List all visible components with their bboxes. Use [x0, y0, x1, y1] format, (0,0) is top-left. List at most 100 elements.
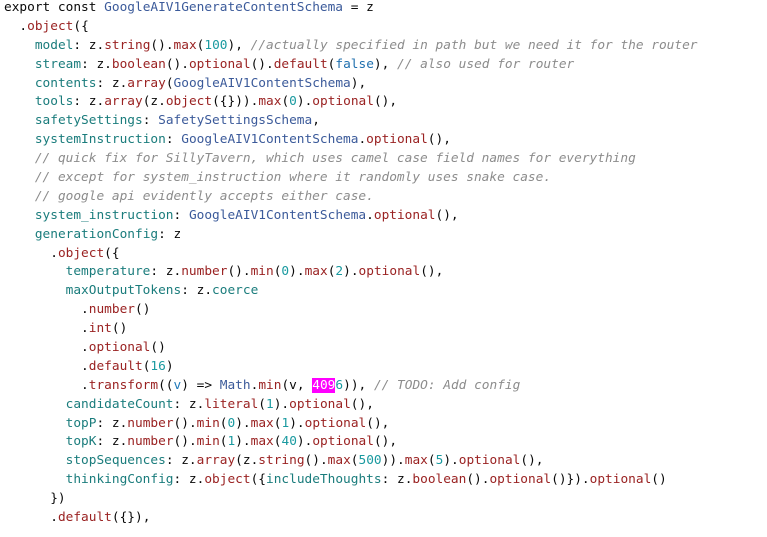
code-text: ({}),: [111, 510, 151, 526]
code-line[interactable]: .transform((v) => Math.min(v, 4096)), //…: [4, 377, 698, 396]
code-line[interactable]: // except for system_instruction where i…: [4, 169, 698, 188]
number-token: 2: [335, 264, 344, 280]
method-token: optional: [489, 472, 552, 488]
method-token: number: [127, 415, 174, 431]
code-line[interactable]: .optional(): [4, 339, 698, 358]
code-line[interactable]: .default({}),: [4, 509, 698, 528]
code-text: .: [250, 377, 259, 393]
number-token: 16: [150, 358, 166, 374]
code-text: (),: [420, 264, 444, 280]
code-line[interactable]: .default(16): [4, 358, 698, 377]
code-line[interactable]: systemInstruction: GoogleAIV1ContentSche…: [4, 131, 698, 150]
code-text: (),: [427, 132, 451, 148]
search-highlight: 409: [312, 377, 336, 393]
code-text: : z.: [173, 472, 205, 488]
method-token: max: [258, 94, 282, 110]
code-text: .: [4, 18, 28, 34]
method-token: boolean: [412, 472, 467, 488]
code-line[interactable]: export const GoogleAIV1GenerateContentSc…: [4, 0, 698, 18]
number-token: 0: [281, 264, 290, 280]
method-token: object: [57, 245, 105, 261]
code-line[interactable]: candidateCount: z.literal(1).optional(),: [4, 396, 698, 415]
code-line[interactable]: }): [4, 490, 698, 509]
property-token: topP: [65, 415, 97, 431]
code-line[interactable]: system_instruction: GoogleAIV1ContentSch…: [4, 207, 698, 226]
property-token: thinkingConfig: [65, 472, 174, 488]
code-editor[interactable]: export const GoogleAIV1GenerateContentSc…: [4, 0, 698, 528]
code-line[interactable]: .object({: [4, 245, 698, 264]
number-token: 1: [281, 415, 290, 431]
code-text: : z.: [96, 434, 128, 450]
method-token: boolean: [111, 56, 166, 72]
code-text: .: [366, 207, 374, 223]
code-text: [4, 57, 35, 72]
code-text: ),: [350, 75, 367, 91]
code-text: ): [165, 358, 174, 374]
code-line[interactable]: generationConfig: z: [4, 226, 698, 245]
code-text: ({: [104, 245, 120, 261]
property-token: stopSequences: [65, 453, 166, 469]
method-token: string: [104, 37, 151, 53]
code-line[interactable]: tools: z.array(z.object({})).max(0).opti…: [4, 93, 698, 112]
code-text: (: [273, 415, 282, 431]
property-token: includeThoughts: [266, 472, 382, 488]
method-token: optional: [312, 94, 374, 110]
code-text: : z.: [381, 472, 413, 488]
code-line[interactable]: stream: z.boolean().optional().default(f…: [4, 56, 698, 75]
code-text: (v,: [281, 377, 313, 393]
code-text: ).: [235, 434, 251, 450]
code-text: (z.: [142, 94, 166, 110]
code-text: ),: [227, 37, 251, 53]
code-text: ).: [443, 453, 459, 469]
code-line[interactable]: maxOutputTokens: z.coerce: [4, 282, 698, 301]
code-line[interactable]: temperature: z.number().min(0).max(2).op…: [4, 263, 698, 282]
method-token: min: [196, 415, 220, 431]
code-line[interactable]: // quick fix for SillyTavern, which uses…: [4, 150, 698, 169]
code-line[interactable]: contents: z.array(GoogleAIV1ContentSchem…: [4, 75, 698, 94]
comment-token: // google api evidently accepts either c…: [34, 188, 374, 204]
code-text: ({})).: [212, 94, 259, 110]
code-text: ,: [312, 113, 320, 129]
code-text: : z.: [73, 94, 105, 110]
code-line[interactable]: thinkingConfig: z.object({includeThought…: [4, 471, 698, 490]
method-token: max: [250, 434, 274, 450]
code-line[interactable]: model: z.string().max(100), //actually s…: [4, 37, 698, 56]
method-token: optional: [458, 453, 521, 469]
method-token: max: [250, 415, 274, 431]
code-line[interactable]: .object({: [4, 18, 698, 37]
comment-token: // except for system_instruction where i…: [34, 170, 552, 186]
code-text: ().: [250, 56, 274, 72]
method-token: number: [127, 434, 174, 450]
code-text: ).: [289, 264, 305, 280]
method-token: max: [304, 264, 328, 280]
code-line[interactable]: safetySettings: SafetySettingsSchema,: [4, 112, 698, 131]
method-token: string: [258, 453, 305, 469]
code-line[interactable]: .int(): [4, 320, 698, 339]
method-token: optional: [289, 396, 351, 412]
code-text: [4, 397, 66, 412]
class-name-token: GoogleAIV1GenerateContentSchema: [104, 0, 344, 15]
code-text: ) =>: [181, 377, 220, 393]
method-token: max: [327, 453, 351, 469]
code-text: [4, 151, 35, 166]
code-text: (: [258, 396, 266, 412]
method-token: object: [204, 472, 251, 488]
class-name-token: Math: [219, 377, 251, 393]
code-line[interactable]: stopSequences: z.array(z.string().max(50…: [4, 452, 698, 471]
code-text: ().: [466, 472, 490, 488]
code-text: ({: [250, 472, 266, 488]
code-text: (: [327, 264, 336, 280]
code-text: (),: [373, 94, 398, 110]
code-line[interactable]: .number(): [4, 301, 698, 320]
class-name-token: GoogleAIV1ContentSchema: [173, 75, 351, 91]
code-line[interactable]: topP: z.number().min(0).max(1).optional(…: [4, 415, 698, 434]
code-text: [4, 227, 35, 242]
code-text: = z: [343, 0, 374, 15]
method-token: int: [88, 321, 112, 337]
code-line[interactable]: topK: z.number().min(1).max(40).optional…: [4, 433, 698, 452]
property-token: stream: [34, 56, 82, 72]
code-line[interactable]: // google api evidently accepts either c…: [4, 188, 698, 207]
code-text: : z: [158, 226, 182, 242]
code-text: [4, 416, 66, 431]
code-text: ()}).: [551, 472, 590, 488]
